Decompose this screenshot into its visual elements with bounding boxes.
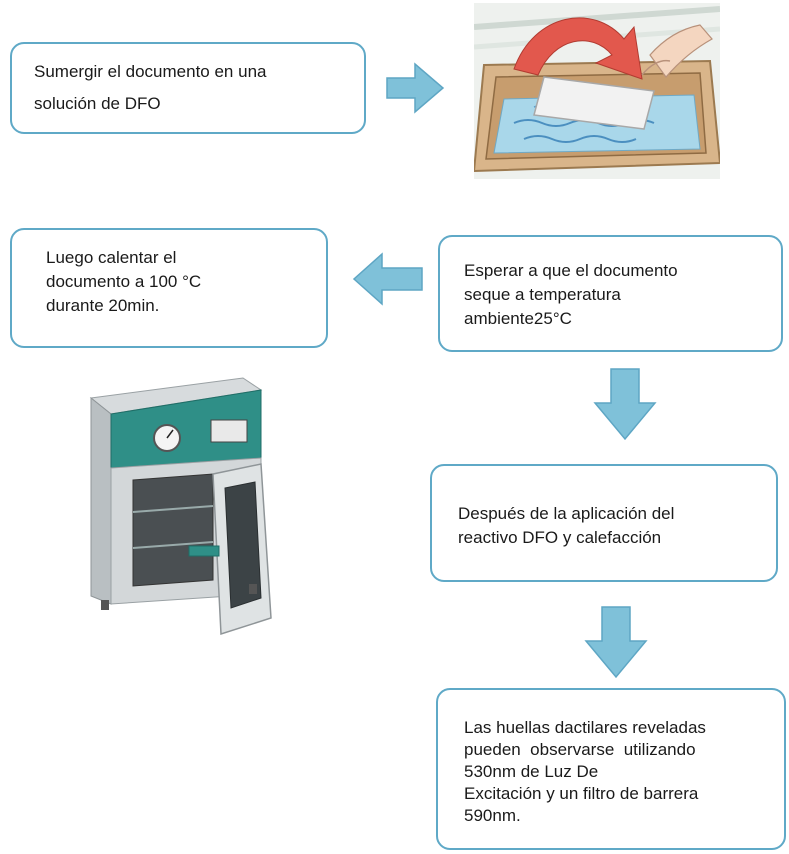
- step-3-line-2: seque a temperatura: [464, 285, 621, 304]
- step-2-line-3: durante 20min.: [46, 296, 160, 315]
- step-3-line-1: Esperar a que el documento: [464, 261, 678, 280]
- step-1-line-1: Sumergir el documento en una: [34, 62, 267, 81]
- arrow-down-icon-1: [593, 368, 657, 441]
- step-1-box: Sumergir el documento en una solución de…: [10, 42, 366, 134]
- step-5-line-3: 530nm de Luz De: [464, 762, 599, 781]
- arrow-left-icon: [352, 252, 423, 306]
- step-5-line-2: pueden observarse utilizando: [464, 740, 696, 759]
- step-2-line-1: Luego calentar el: [46, 248, 177, 267]
- step-2-box: Luego calentar el documento a 100 °C dur…: [10, 228, 328, 348]
- step-5-box: Las huellas dactilares reveladas pueden …: [436, 688, 786, 850]
- step-4-line-1: Después de la aplicación del: [458, 504, 675, 523]
- step-3-line-3: ambiente25°C: [464, 309, 572, 328]
- step-5-line-4: Excitación y un filtro de barrera: [464, 784, 699, 803]
- step-4-box: Después de la aplicación del reactivo DF…: [430, 464, 778, 582]
- document-immersion-tray-illustration: [474, 3, 720, 179]
- laboratory-oven-photo: [61, 372, 301, 640]
- arrow-down-icon-2: [584, 606, 648, 679]
- step-5-line-1: Las huellas dactilares reveladas: [464, 718, 706, 737]
- step-5-line-5: 590nm.: [464, 806, 521, 825]
- step-4-line-2: reactivo DFO y calefacción: [458, 528, 662, 547]
- step-3-box: Esperar a que el documento seque a tempe…: [438, 235, 783, 352]
- step-2-line-2: documento a 100 °C: [46, 272, 202, 291]
- step-1-line-2: solución de DFO: [34, 94, 161, 113]
- arrow-right-icon: [386, 62, 445, 114]
